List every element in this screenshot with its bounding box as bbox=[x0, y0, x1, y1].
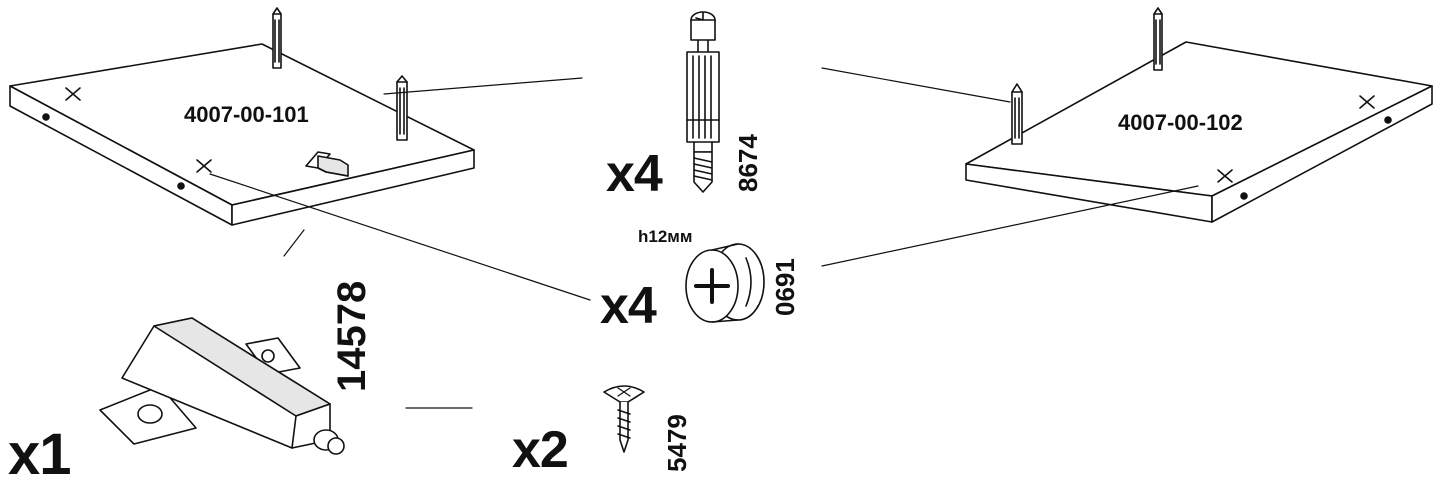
cam-bolt-qty: x4 bbox=[606, 145, 663, 203]
leader-lines bbox=[209, 67, 1199, 409]
dowel-icon bbox=[1011, 83, 1023, 145]
dowel-icon bbox=[396, 75, 408, 141]
left-panel-code: 4007-00-101 bbox=[184, 102, 309, 127]
dowel-icon bbox=[272, 7, 282, 69]
right-panel bbox=[965, 41, 1433, 223]
drill-mark-icon bbox=[1359, 95, 1375, 109]
screw-qty: x2 bbox=[512, 421, 569, 479]
drill-mark-icon bbox=[196, 159, 212, 173]
cam-bolt-icon bbox=[686, 11, 720, 193]
cam-lock-qty: x4 bbox=[600, 277, 657, 335]
right-panel-code: 4007-00-102 bbox=[1118, 110, 1243, 135]
latch-small-icon bbox=[305, 151, 349, 177]
screw-icon bbox=[603, 385, 645, 453]
cam-lock-code: 0691 bbox=[770, 258, 800, 316]
left-panel bbox=[9, 43, 475, 226]
cam-bolt-code: 8674 bbox=[733, 134, 763, 192]
push-latch-code: 14578 bbox=[330, 280, 374, 392]
dowel-icon bbox=[1153, 7, 1163, 71]
screw-code: 5479 bbox=[662, 414, 692, 472]
cam-lock-icon bbox=[685, 243, 765, 323]
drill-mark-icon bbox=[65, 87, 81, 101]
cam-lock-note: h12мм bbox=[638, 227, 693, 246]
push-latch-qty: x1 bbox=[8, 422, 72, 487]
drill-mark-icon bbox=[1217, 169, 1233, 183]
push-latch-icon bbox=[99, 317, 345, 455]
